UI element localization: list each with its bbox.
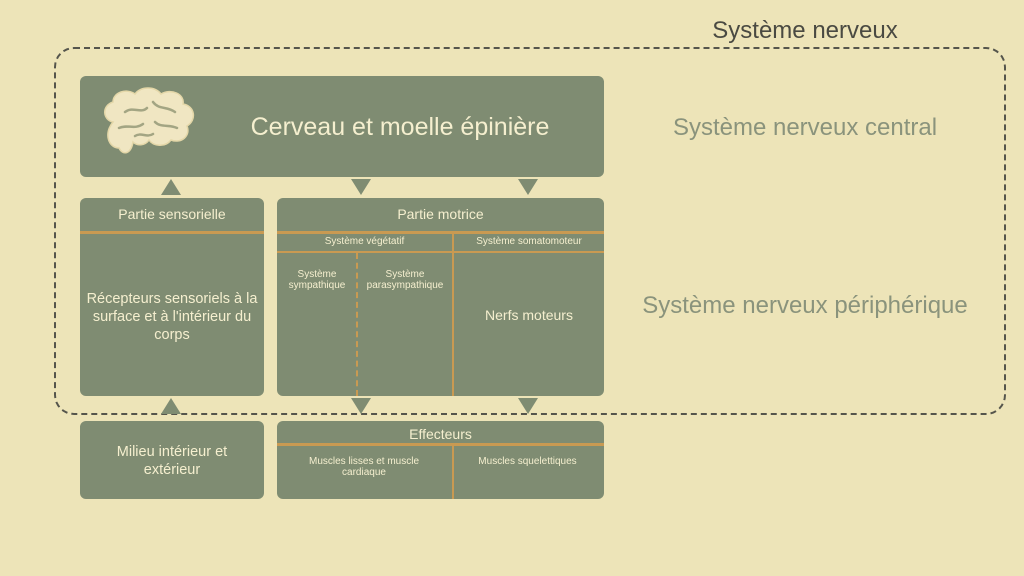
environment-box [80, 421, 264, 499]
arrow-environment-to-sensory [161, 398, 181, 414]
nervous-system-boundary [54, 47, 1006, 415]
motor-nerves-label: Nerfs moteurs [485, 307, 573, 323]
effectors-header: Effecteurs [409, 426, 472, 442]
effectors-vertical-divider [452, 443, 454, 499]
motor-header: Partie motrice [397, 206, 484, 222]
vegetative-label: Système végétatif [324, 236, 405, 247]
effectors-box [277, 421, 604, 499]
motor-box [277, 198, 604, 396]
cns-side-label: Système nerveux central [672, 114, 938, 141]
environment-label: Milieu intérieur et extérieur [116, 444, 228, 478]
motor-subdivider [277, 251, 604, 253]
diagram-title: Système nerveux [712, 17, 898, 44]
arrow-cns-to-motor-left [351, 179, 371, 195]
skeletal-muscle-label: Muscles squelettiques [478, 456, 577, 467]
sympathetic-label: Système sympathique [288, 269, 346, 291]
vegetative-dashed-divider [356, 253, 358, 396]
arrow-motor-to-smooth [351, 398, 371, 414]
motor-divider [277, 231, 604, 234]
sensory-divider [80, 231, 264, 234]
motor-vertical-divider [452, 231, 454, 396]
somatic-label: Système somatomoteur [476, 236, 582, 247]
brain-icon [104, 87, 195, 154]
arrow-cns-to-motor-right [518, 179, 538, 195]
cns-box-label: Cerveau et moelle épinière [250, 113, 550, 141]
smooth-muscle-label: Muscles lisses et muscle cardiaque [308, 456, 420, 478]
parasympathetic-label: Système parasympathique [366, 269, 444, 291]
arrow-sensory-to-cns [161, 179, 181, 195]
pns-side-label: Système nerveux périphérique [642, 292, 968, 319]
effectors-divider [277, 443, 604, 446]
sensory-body: Récepteurs sensoriels à la surface et à … [86, 291, 258, 343]
sensory-header: Partie sensorielle [118, 206, 226, 222]
arrow-motor-to-skeletal [518, 398, 538, 414]
